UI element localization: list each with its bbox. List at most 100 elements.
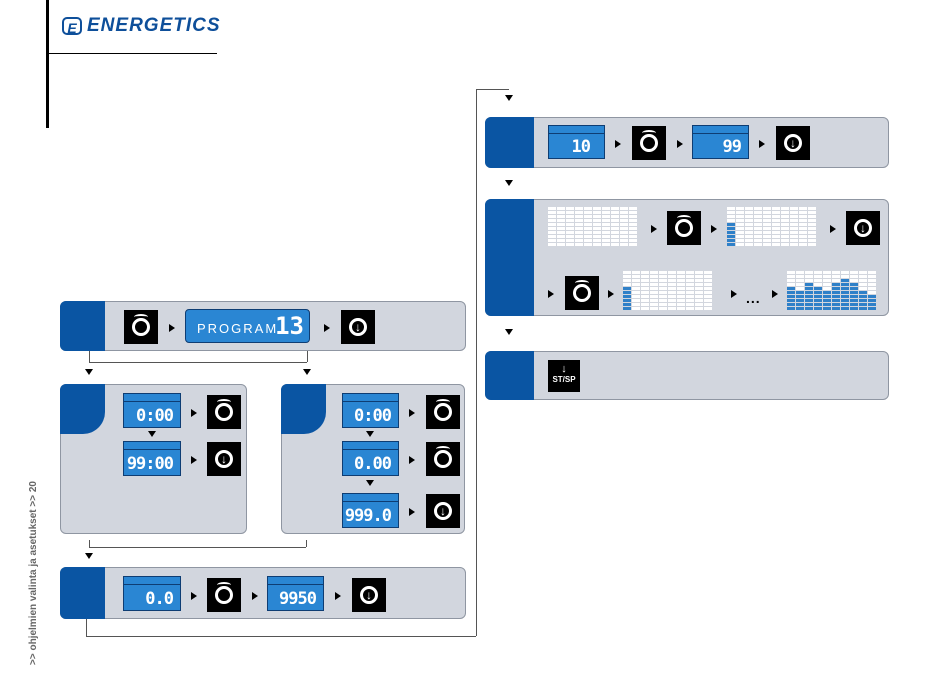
grid-cell bbox=[727, 227, 735, 230]
grid-cell bbox=[593, 243, 601, 246]
grid-cell bbox=[772, 215, 780, 218]
rotate-knob-icon[interactable] bbox=[632, 126, 666, 160]
press-knob-icon[interactable] bbox=[426, 494, 460, 528]
brand-name: ENERGETICS bbox=[87, 15, 221, 37]
grid-cell bbox=[805, 307, 813, 310]
down-arrow-icon bbox=[505, 95, 513, 101]
rotate-knob-icon[interactable] bbox=[207, 578, 241, 612]
right-arrow-icon bbox=[677, 140, 683, 148]
grid-cell bbox=[695, 299, 703, 302]
grid-cell bbox=[736, 235, 744, 238]
grid-cell bbox=[832, 287, 840, 290]
press-knob-icon[interactable] bbox=[352, 578, 386, 612]
grid-cell bbox=[704, 299, 712, 302]
grid-cell bbox=[668, 271, 676, 274]
level-panel bbox=[485, 117, 889, 168]
grid-cell bbox=[787, 291, 795, 294]
grid-cell bbox=[868, 295, 876, 298]
grid-cell bbox=[632, 307, 640, 310]
program-number: 13 bbox=[275, 312, 304, 340]
grid-cell bbox=[548, 223, 556, 226]
profile-grid-step-1 bbox=[727, 207, 816, 246]
grid-cell bbox=[641, 307, 649, 310]
press-knob-icon[interactable] bbox=[776, 126, 810, 160]
grid-cell bbox=[754, 207, 762, 210]
grid-cell bbox=[575, 215, 583, 218]
rotate-knob-icon[interactable] bbox=[426, 442, 460, 476]
grid-cell bbox=[695, 279, 703, 282]
grid-cell bbox=[790, 211, 798, 214]
grid-cell bbox=[695, 271, 703, 274]
grid-cell bbox=[805, 287, 813, 290]
press-knob-icon[interactable] bbox=[207, 442, 241, 476]
grid-cell bbox=[727, 231, 735, 234]
right-arrow-icon bbox=[711, 225, 717, 233]
grid-cell bbox=[668, 303, 676, 306]
grid-cell bbox=[832, 271, 840, 274]
right-arrow-icon bbox=[759, 140, 765, 148]
grid-cell bbox=[695, 291, 703, 294]
grid-cell bbox=[557, 235, 565, 238]
grid-cell bbox=[796, 303, 804, 306]
grid-cell bbox=[799, 215, 807, 218]
grid-cell bbox=[566, 219, 574, 222]
grid-cell bbox=[623, 271, 631, 274]
grid-cell bbox=[832, 275, 840, 278]
grid-cell bbox=[659, 271, 667, 274]
rotate-knob-icon[interactable] bbox=[426, 395, 460, 429]
program-display: PROGRAM 13 bbox=[185, 309, 310, 343]
logo-icon: E bbox=[62, 17, 82, 35]
grid-cell bbox=[754, 235, 762, 238]
grid-cell bbox=[745, 219, 753, 222]
rotate-knob-icon[interactable] bbox=[124, 310, 158, 344]
grid-cell bbox=[584, 227, 592, 230]
grid-cell bbox=[659, 287, 667, 290]
grid-cell bbox=[566, 235, 574, 238]
grid-cell bbox=[602, 243, 610, 246]
grid-cell bbox=[736, 231, 744, 234]
grid-cell bbox=[814, 303, 822, 306]
grid-cell bbox=[548, 219, 556, 222]
grid-cell bbox=[814, 307, 822, 310]
grid-cell bbox=[593, 215, 601, 218]
profile-grid-empty bbox=[548, 207, 637, 246]
grid-cell bbox=[763, 239, 771, 242]
grid-cell bbox=[659, 279, 667, 282]
grid-cell bbox=[799, 235, 807, 238]
grid-cell bbox=[566, 243, 574, 246]
rotate-knob-icon[interactable] bbox=[667, 211, 701, 245]
grid-cell bbox=[745, 243, 753, 246]
grid-cell bbox=[805, 291, 813, 294]
press-knob-icon[interactable] bbox=[341, 310, 375, 344]
grid-cell bbox=[754, 211, 762, 214]
grid-cell bbox=[641, 287, 649, 290]
rotate-knob-icon[interactable] bbox=[207, 395, 241, 429]
grid-cell bbox=[823, 275, 831, 278]
grid-cell bbox=[668, 307, 676, 310]
right-arrow-icon bbox=[324, 324, 330, 332]
grid-cell bbox=[641, 303, 649, 306]
grid-cell bbox=[814, 287, 822, 290]
grid-cell bbox=[823, 299, 831, 302]
grid-cell bbox=[659, 307, 667, 310]
grid-cell bbox=[650, 283, 658, 286]
start-stop-button[interactable]: ↓ ST/SP bbox=[548, 360, 580, 392]
grid-cell bbox=[796, 291, 804, 294]
grid-cell bbox=[548, 231, 556, 234]
press-knob-icon[interactable] bbox=[846, 211, 880, 245]
grid-cell bbox=[781, 215, 789, 218]
grid-cell bbox=[787, 287, 795, 290]
grid-cell bbox=[686, 271, 694, 274]
grid-cell bbox=[772, 211, 780, 214]
grid-cell bbox=[584, 207, 592, 210]
grid-cell bbox=[584, 211, 592, 214]
grid-cell bbox=[704, 307, 712, 310]
grid-cell bbox=[805, 271, 813, 274]
rotate-knob-icon[interactable] bbox=[565, 276, 599, 310]
grid-cell bbox=[799, 227, 807, 230]
grid-cell bbox=[727, 219, 735, 222]
grid-cell bbox=[575, 211, 583, 214]
grid-cell bbox=[823, 287, 831, 290]
grid-cell bbox=[745, 211, 753, 214]
grid-cell bbox=[754, 239, 762, 242]
